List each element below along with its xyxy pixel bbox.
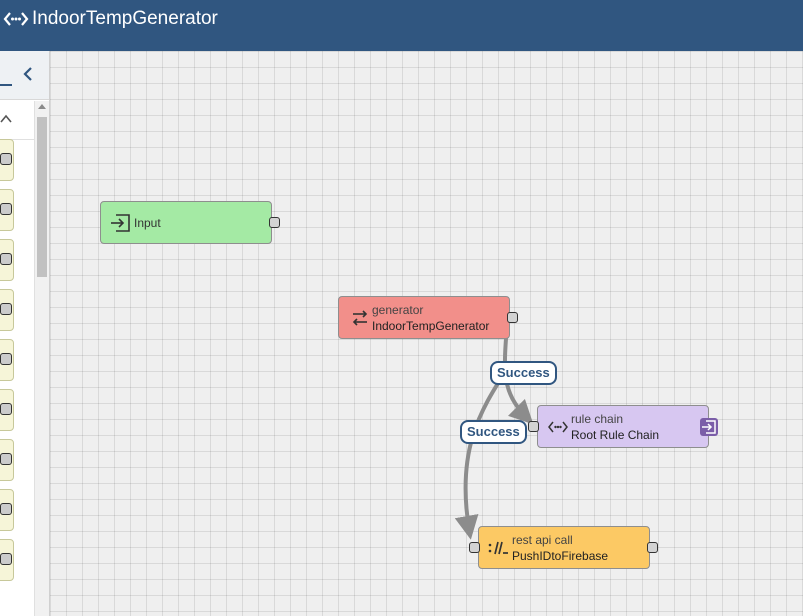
node-name: IndoorTempGenerator (372, 319, 490, 333)
palette-node-port (0, 503, 12, 515)
rule-chain-icon (3, 12, 29, 26)
palette-node-port (0, 303, 12, 315)
rest-api-node-input-port[interactable] (469, 542, 480, 553)
rule-chain-node[interactable]: rule chain Root Rule Chain (537, 405, 718, 448)
palette-node-port (0, 153, 12, 165)
node-name: Input (134, 216, 161, 230)
rule-chain-canvas[interactable]: Input generator IndoorTempGenerator rule… (50, 51, 803, 616)
palette-scrollbar[interactable] (34, 101, 49, 616)
page-title: IndoorTempGenerator (32, 8, 218, 29)
chevron-left-icon[interactable] (18, 63, 38, 85)
node-name: Root Rule Chain (571, 428, 660, 442)
palette-node-port (0, 353, 12, 365)
connection-label[interactable]: Success (460, 420, 527, 444)
generator-node-output-port[interactable] (507, 312, 518, 323)
node-type: generator (372, 303, 424, 317)
palette-node-port (0, 553, 12, 565)
connection-label[interactable]: Success (490, 361, 557, 385)
input-icon (111, 214, 130, 232)
palette-search-bar (0, 51, 49, 100)
input-node[interactable]: Input (100, 201, 272, 244)
scroll-up-arrow-icon[interactable] (38, 103, 46, 111)
rest-api-node-output-port[interactable] (647, 542, 658, 553)
palette-node-port (0, 253, 12, 265)
rule-chain-node-input-port[interactable] (528, 421, 539, 432)
rule-chain-icon (548, 421, 568, 433)
node-palette-sidebar (0, 51, 50, 616)
chevron-up-icon[interactable] (0, 113, 12, 125)
generator-node[interactable]: generator IndoorTempGenerator (338, 296, 510, 339)
connection-generator-to-rest-api (454, 367, 509, 540)
input-node-output-port[interactable] (269, 217, 280, 228)
app-header: IndoorTempGenerator (0, 0, 803, 51)
palette-node-port (0, 453, 12, 465)
scrollbar-thumb[interactable] (37, 117, 47, 277)
palette-node-port (0, 203, 12, 215)
open-rule-chain-icon[interactable] (700, 418, 718, 436)
node-type: rule chain (571, 412, 624, 426)
node-name: PushIDtoFirebase (512, 549, 609, 563)
palette-node-port (0, 403, 12, 415)
node-type: rest api call (512, 533, 573, 547)
transform-arrows-icon (352, 310, 368, 326)
rest-api-call-node[interactable]: rest api call PushIDtoFirebase (478, 526, 650, 569)
search-input[interactable] (0, 84, 12, 86)
rest-api-icon (488, 541, 508, 555)
palette-section-header[interactable] (0, 101, 34, 140)
